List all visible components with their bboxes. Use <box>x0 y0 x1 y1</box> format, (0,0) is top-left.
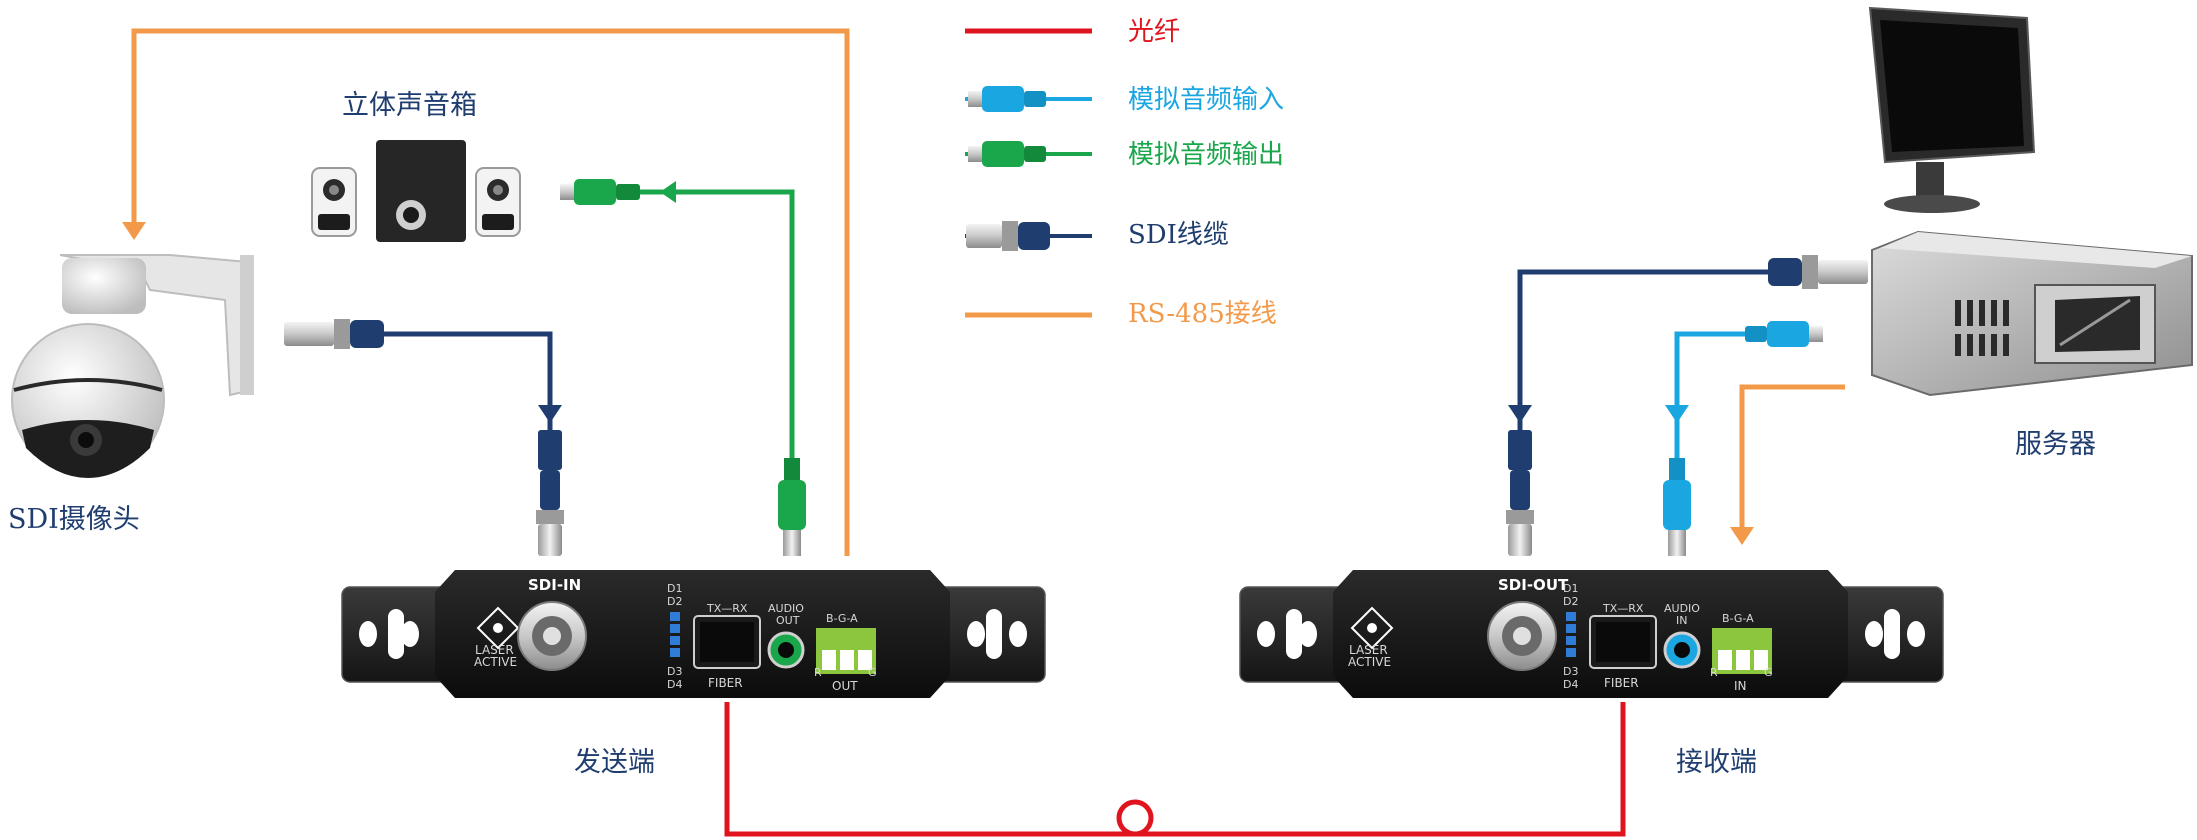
tx-sdi-port-label: SDI-IN <box>528 576 581 594</box>
legend-audio-out-label: 模拟音频输出 <box>1128 140 1284 170</box>
legend-audio-out-cable <box>965 141 1092 167</box>
audio-out-plug <box>778 458 806 556</box>
audio-in-line <box>1674 331 1745 470</box>
tx-led-d3: D3 <box>667 665 682 678</box>
rs485-line-camera <box>131 28 850 556</box>
rx-sdi-port-label: SDI-OUT <box>1498 576 1569 594</box>
audio-in-plug-server <box>1745 321 1823 347</box>
tx-led-d1: D1 <box>667 582 682 595</box>
tx-led-d2: D2 <box>667 595 682 608</box>
rx-led-d1: D1 <box>1563 582 1578 595</box>
sdi-plug-camera <box>284 319 384 349</box>
rx-led-d4: D4 <box>1563 678 1578 691</box>
tx-bga-label: B-G-A <box>826 612 858 625</box>
rs485-line-server <box>1739 384 1845 530</box>
audio-in-plug <box>1663 458 1691 556</box>
rx-fiber-label: FIBER <box>1604 676 1639 690</box>
sdi-plug-rx <box>1506 430 1534 556</box>
receiver-label: 接收端 <box>1676 747 1757 778</box>
dome-camera-icon <box>11 254 254 478</box>
legend-fiber-label: 光纤 <box>1128 17 1180 47</box>
audio-out-arrow <box>660 181 676 203</box>
tx-rs-a: R <box>814 666 822 679</box>
rx-led-d2: D2 <box>1563 595 1578 608</box>
tx-laser-line1: LASER <box>475 643 514 657</box>
legend-sdi-cable <box>965 221 1092 251</box>
legend-audio-in-cable <box>965 86 1092 112</box>
rs485-arrow-camera <box>122 222 146 240</box>
rx-laser-line2: ACTIVE <box>1348 655 1391 669</box>
speaker-label: 立体声音箱 <box>342 90 477 121</box>
sdi-line-rx <box>1517 269 1768 470</box>
audio-in-arrow <box>1665 405 1689 423</box>
rx-txrx-label: TX—RX <box>1602 602 1644 615</box>
legend-sdi-label: SDI线缆 <box>1128 220 1229 250</box>
sdi-plug-server <box>1768 255 1868 289</box>
rx-rs-a: R <box>1710 666 1718 679</box>
tx-term-label: OUT <box>832 679 858 693</box>
rx-audio-line2: IN <box>1676 614 1687 627</box>
server-label: 服务器 <box>2015 429 2096 460</box>
camera-label: SDI摄像头 <box>8 504 140 535</box>
sdi-line-tx <box>380 331 553 470</box>
monitor-icon <box>1868 6 2036 213</box>
rx-laser-line1: LASER <box>1349 643 1388 657</box>
tx-audio-line1: AUDIO <box>768 602 804 615</box>
fiber-loop <box>1116 799 1154 837</box>
rx-term-label: IN <box>1734 679 1747 693</box>
rx-bga-label: B-G-A <box>1722 612 1754 625</box>
sdi-arrow-tx <box>538 405 562 423</box>
transmitter-label: 发送端 <box>574 747 655 778</box>
server-icon <box>1871 230 2193 397</box>
fiber-line <box>724 702 1626 837</box>
sdi-arrow-rx <box>1508 405 1532 423</box>
rx-rs-b: G <box>1764 666 1773 679</box>
audio-out-line <box>640 189 795 470</box>
sdi-plug-tx <box>536 430 564 556</box>
speaker-icon <box>311 140 521 242</box>
audio-out-plug-speaker <box>560 179 640 205</box>
tx-led-d4: D4 <box>667 678 682 691</box>
rx-led-d3: D3 <box>1563 665 1578 678</box>
legend-rs485-label: RS-485接线 <box>1128 299 1277 329</box>
transmitter-device: LASER ACTIVE SDI-IN D1 D2 D3 D4 TX—RX FI… <box>341 570 1046 698</box>
tx-fiber-label: FIBER <box>708 676 743 690</box>
tx-rs-b: G <box>868 666 877 679</box>
receiver-device: LASER ACTIVE SDI-OUT D1 D2 D3 D4 TX—RX F… <box>1239 570 1944 698</box>
tx-laser-line2: ACTIVE <box>474 655 517 669</box>
legend-audio-in-label: 模拟音频输入 <box>1128 85 1284 115</box>
rs485-arrow-server <box>1730 527 1754 545</box>
rx-audio-line1: AUDIO <box>1664 602 1700 615</box>
tx-txrx-label: TX—RX <box>706 602 748 615</box>
legend: 光纤 模拟音频输入 模拟音频输出 SDI线缆 RS-485接线 <box>965 17 1284 329</box>
tx-audio-line2: OUT <box>776 614 800 627</box>
